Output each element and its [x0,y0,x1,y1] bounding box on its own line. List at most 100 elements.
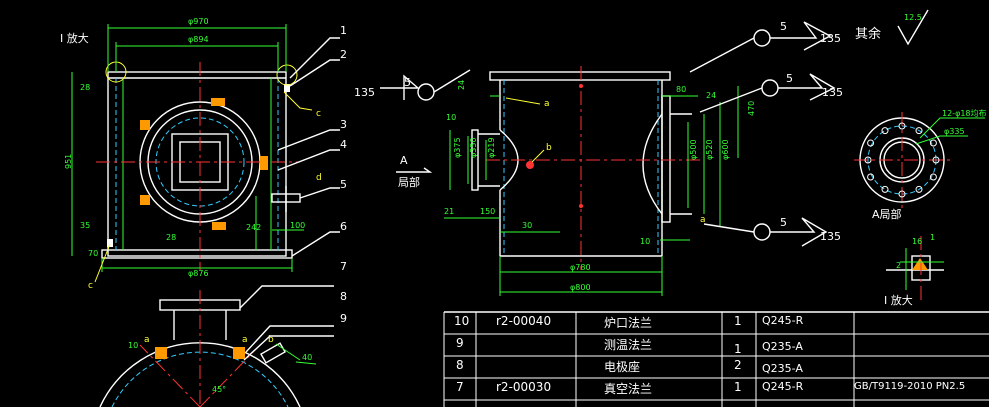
dim-10b: 10 [640,237,650,246]
letter-a2: a [144,335,150,345]
left-view [71,24,340,283]
row-code: r2-00040 [496,314,552,328]
balloon-2: 2 [340,48,347,61]
middle-section-view: φ780 φ800 φ375 φ350 φ219 150 21 30 10 10… [396,66,756,296]
dim-951: 951 [64,154,73,169]
letter-a4: a [700,215,706,225]
balloon-9: 9 [340,312,347,325]
dim-150: 150 [480,207,495,216]
letter-d1: d [316,173,322,183]
letter-a3: a [242,335,248,345]
dim-375: φ375 [453,137,462,158]
flange-view: 12-φ18均布 φ335 A局部 [854,108,987,221]
row-material: Q245-R [762,314,804,327]
dim-970: φ970 [188,17,209,26]
view-a-right-label: A局部 [872,207,902,221]
left-view-text: I 放大 φ970 φ894 φ876 951 28 35 70 28 242 … [60,17,322,291]
row-code: r2-00030 [496,380,552,394]
table-row: 9 测温法兰 1 Q235-A [444,336,989,356]
detail-i-right: 16 1 2 I 放大 [884,233,944,307]
row-name: 测温法兰 [604,338,653,352]
holes-label: 12-φ18均布 [942,108,987,118]
weld-135-b: 135 [820,32,841,45]
dim-10-bottom: 10 [128,341,138,350]
row-material: Q245-R [762,380,804,393]
row-qty: 1 [734,342,742,356]
row-material: Q235-A [762,340,803,353]
letter-b1: b [546,143,552,153]
detail-i-label-right: I 放大 [884,293,913,307]
letter-a1: a [544,99,550,109]
table-row: 7 r2-00030 真空法兰 1 Q245-R GB/T9119-2010 P… [444,380,989,400]
dim-894: φ894 [188,35,209,44]
view-a-sub: 局部 [398,175,420,189]
dim-70: 70 [88,249,98,258]
dim-16: 16 [912,237,922,246]
bottom-partial-view: 10 40 45° a a b [99,285,334,407]
balloon-1: 1 [340,24,347,37]
other-text: 其余 [855,26,881,42]
row-qty: 1 [734,314,742,328]
dim-470: 470 [747,101,756,116]
dim-24: 24 [706,91,716,100]
dim-2: 2 [896,261,901,270]
view-a-label: A [400,154,408,167]
detail-i-label-left: I 放大 [60,31,89,45]
weld-135-a: 135 [354,86,375,99]
dim-10a: 10 [446,113,456,122]
weld-symbols: 135 5 5 135 5 135 5 135 [354,20,843,247]
dim-21: 21 [444,207,454,216]
weld-5-d: 5 [780,216,787,229]
weld-5-c: 5 [786,72,793,85]
row-no: 9 [456,336,464,350]
balloon-3: 3 [340,118,347,131]
dim-800: φ800 [570,283,591,292]
balloon-4: 4 [340,138,347,151]
row-material: Q235-A [762,362,803,375]
letter-c1: c [88,281,93,291]
row-qty: 1 [734,380,742,394]
dim-350: φ350 [469,137,478,158]
balloon-5: 5 [340,178,347,191]
table-row: 10 r2-00040 炉口法兰 1 Q245-R [444,314,989,334]
dim-520: φ520 [705,139,714,160]
row-name: 真空法兰 [604,382,653,396]
weld-135-c: 135 [822,86,843,99]
row-qty: 2 [734,358,742,372]
roughness-note: 其余 12.5 [855,9,929,46]
row-no: 10 [454,314,470,328]
dim-30: 30 [522,221,532,230]
row-no: 7 [456,380,464,394]
roughness-value: 12.5 [904,13,922,22]
dim-500: φ500 [689,139,698,160]
weld-5-a: 5 [404,76,411,89]
dim-242: 242 [246,223,261,232]
table-row: 8 电极座 2 Q235-A [444,358,989,378]
dim-600: φ600 [721,139,730,160]
dim-1: 1 [930,233,935,242]
row-name: 炉口法兰 [604,316,653,330]
leader-balloon-labels: 1 2 3 4 5 6 7 8 9 [340,24,347,325]
dim-45deg: 45° [212,385,226,394]
dim-28b: 28 [166,233,176,242]
balloon-8: 8 [340,290,347,303]
dim-100: 100 [290,221,305,230]
letter-c2: c [316,109,321,119]
dim-40: 40 [302,353,312,362]
balloon-7: 7 [340,260,347,273]
dim-28a: 28 [80,83,90,92]
row-remark: GB/T9119-2010 PN2.5 [854,381,966,392]
row-name: 电极座 [604,360,641,374]
row-no: 8 [456,358,464,372]
weld-135-d: 135 [820,230,841,243]
dim-24b: 24 [457,80,466,90]
dim-780: φ780 [570,263,591,272]
dim-35: 35 [80,221,90,230]
dim-219: φ219 [487,137,496,158]
dim-335: φ335 [944,127,965,136]
weld-5-b: 5 [780,20,787,33]
letter-b2: b [268,335,274,345]
dim-80: 80 [676,85,686,94]
